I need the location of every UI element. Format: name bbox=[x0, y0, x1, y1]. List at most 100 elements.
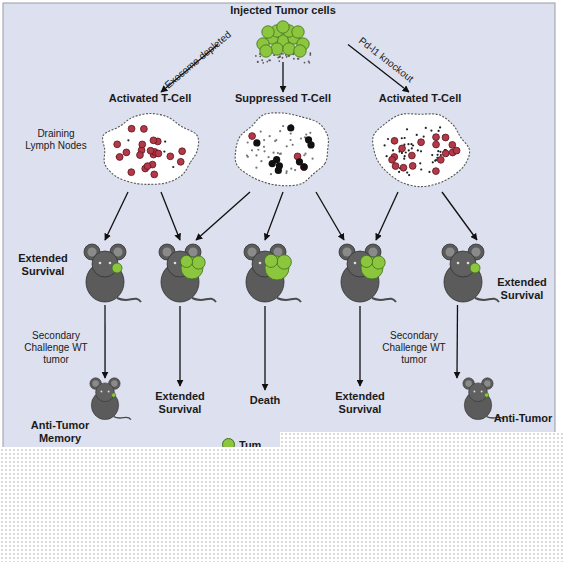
exosome-dot bbox=[286, 56, 288, 58]
exosome-dot bbox=[407, 143, 409, 145]
activated-t-cell bbox=[179, 148, 186, 155]
exosome-dot bbox=[255, 55, 257, 57]
tumor bbox=[470, 263, 480, 273]
suppressed-t-cell bbox=[275, 167, 282, 174]
exosome-dot bbox=[275, 139, 277, 141]
exosome-dot bbox=[439, 151, 441, 153]
exosome-dot bbox=[268, 59, 270, 61]
exosome-dot bbox=[435, 159, 437, 161]
exosome-dot bbox=[398, 171, 400, 173]
activated-t-cell bbox=[116, 154, 123, 161]
exosome-dot bbox=[251, 149, 253, 151]
node-label: Anti-Tumor bbox=[490, 412, 556, 425]
mouse-eye bbox=[109, 262, 112, 265]
tumor bbox=[112, 263, 122, 273]
exosome-dot bbox=[272, 152, 274, 154]
activated-t-cell bbox=[392, 163, 399, 170]
outcome-arrow bbox=[359, 306, 360, 386]
exosome-dot bbox=[263, 146, 265, 148]
activated-t-cell bbox=[399, 145, 406, 152]
exosome-dot bbox=[305, 133, 307, 135]
activated-t-cell bbox=[155, 150, 162, 157]
exosome-dot bbox=[387, 138, 389, 140]
exosome-dot bbox=[286, 170, 288, 172]
tumor bbox=[484, 393, 488, 397]
mouse-node: Extended Survival bbox=[320, 240, 400, 412]
tumor bbox=[180, 255, 192, 267]
exosome-dot bbox=[282, 53, 284, 55]
exosome-dot bbox=[260, 130, 262, 132]
exosome-dot bbox=[263, 150, 265, 152]
mouse-illustration bbox=[84, 244, 141, 302]
activated-t-cell bbox=[137, 152, 144, 159]
mouse-tail bbox=[475, 298, 499, 302]
tumor bbox=[360, 255, 372, 267]
activated-t-cell bbox=[151, 171, 158, 178]
exosome-dot bbox=[294, 169, 296, 171]
exosome-dot bbox=[279, 130, 281, 132]
tumor-cell bbox=[294, 45, 306, 57]
exosome-dot bbox=[425, 127, 427, 129]
exosome-dot bbox=[282, 125, 284, 127]
activated-t-cell bbox=[418, 139, 425, 146]
activated-t-cell bbox=[442, 150, 449, 157]
exosome-dot bbox=[437, 150, 439, 152]
exosome-dot bbox=[308, 60, 310, 62]
exosome-dot bbox=[163, 151, 165, 153]
exosome-dot bbox=[246, 154, 248, 156]
exosome-dot bbox=[285, 172, 287, 174]
exosome-dot bbox=[269, 135, 271, 137]
lymph-node: Activated T-Cell bbox=[365, 92, 475, 192]
exosome-dot bbox=[309, 132, 311, 134]
legend-swatch bbox=[222, 438, 235, 451]
activated-t-cell bbox=[437, 156, 444, 163]
exosome-dot bbox=[280, 153, 282, 155]
activated-t-cell bbox=[123, 149, 130, 156]
exosome-dot bbox=[260, 160, 262, 162]
exosome-dot bbox=[405, 151, 407, 153]
exosome-dot bbox=[127, 139, 129, 141]
exosome-dot bbox=[279, 55, 281, 57]
activated-t-cell bbox=[432, 168, 439, 175]
node-shape bbox=[228, 92, 338, 192]
node-shape bbox=[140, 240, 220, 412]
mouse-eye bbox=[100, 391, 102, 393]
node-label: Extended Survival bbox=[140, 390, 220, 416]
exosome-dot bbox=[404, 155, 406, 157]
connector-arrow bbox=[265, 192, 283, 240]
activated-t-cell bbox=[442, 134, 449, 141]
connector-arrow bbox=[104, 305, 105, 378]
panel bbox=[3, 3, 555, 555]
suppressed-t-cell bbox=[296, 158, 303, 165]
node-label: Extended Survival bbox=[15, 252, 71, 278]
suppressed-t-cell bbox=[307, 141, 314, 148]
exosome-dot bbox=[411, 147, 413, 149]
exosome-dot bbox=[172, 166, 174, 168]
exosome-dot bbox=[277, 152, 279, 154]
exosome-dot bbox=[408, 149, 410, 151]
connector-arrow bbox=[316, 192, 344, 240]
mouse-eye bbox=[99, 262, 102, 265]
exosome-dot bbox=[431, 154, 433, 156]
connector-arrow bbox=[376, 192, 398, 240]
tumor-cell bbox=[271, 43, 283, 55]
outcome-arrow bbox=[179, 306, 180, 386]
mouse-node: Death bbox=[230, 240, 300, 412]
node-label: Injected Tumor cells bbox=[218, 4, 348, 17]
activated-t-cell bbox=[408, 152, 415, 159]
exosome-dot bbox=[286, 145, 288, 147]
exosome-dot bbox=[406, 128, 408, 130]
activated-t-cell bbox=[144, 163, 151, 170]
mouse-eye bbox=[481, 391, 483, 393]
connector-arrow bbox=[161, 192, 180, 240]
activated-t-cell bbox=[141, 125, 148, 132]
outcome-arrow bbox=[264, 306, 265, 390]
tumor-cell bbox=[292, 26, 304, 38]
exosome-dot bbox=[420, 150, 422, 152]
exosome-dot bbox=[440, 154, 442, 156]
node-label: Death bbox=[230, 394, 300, 407]
mouse-eye bbox=[354, 262, 357, 265]
tumor-cell bbox=[260, 45, 272, 57]
mouse-node: Extended Survival bbox=[140, 240, 220, 412]
node-label: Suppressed T-Cell bbox=[228, 92, 338, 105]
